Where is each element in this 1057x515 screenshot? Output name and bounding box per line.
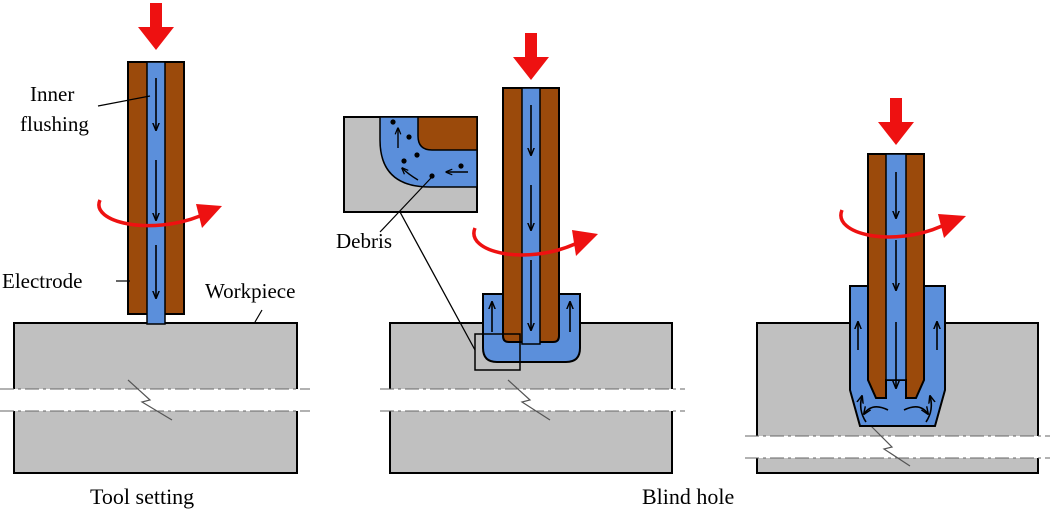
zoom-indicator [399,211,521,371]
debris-particles [390,119,464,179]
feed-arrow-3 [878,98,914,145]
workpiece-1 [0,322,310,474]
feed-arrow-1 [138,3,174,50]
rotation-arrow-3 [839,209,966,239]
debris-label: Debris [336,177,432,253]
panel-blind-hole-shallow: Debris [336,33,685,474]
feed-arrow-2 [513,33,549,80]
electrode-text: Electrode [2,269,82,293]
workpiece-label: Workpiece [205,279,295,323]
panel-tool-setting: Inner flushing Electrode Workpiece Tool … [0,3,310,509]
electrode-1 [127,61,185,325]
panel-blind-hole-deep [745,98,1050,474]
caption-tool-setting: Tool setting [90,484,194,509]
flow-arrows-3 [858,172,937,423]
flow-arrows-2 [492,105,570,332]
debris-text: Debris [336,229,392,253]
inner-flushing-text-1: Inner [30,82,74,106]
electrode-label: Electrode [2,269,130,293]
inner-flushing-label: Inner flushing [20,82,151,136]
rotation-arrow-2 [472,227,598,257]
caption-blind-hole: Blind hole [642,484,734,509]
inner-flushing-text-2: flushing [20,112,89,136]
inset-detail [343,116,478,213]
rotation-arrow-1 [97,199,222,228]
workpiece-text: Workpiece [205,279,295,303]
